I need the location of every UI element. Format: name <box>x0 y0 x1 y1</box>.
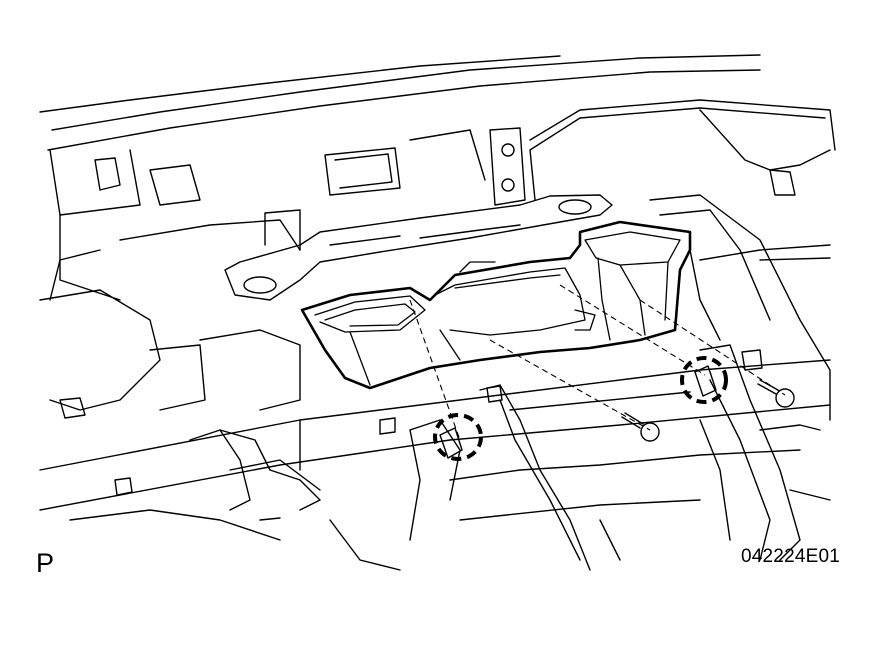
screw <box>757 379 795 408</box>
heater-to-register-duct <box>300 220 692 390</box>
dashboard-panel <box>39 54 836 301</box>
center-brace <box>409 384 591 571</box>
figure-id: 042224E01 <box>741 546 841 567</box>
view-label: P <box>36 548 55 578</box>
left-structure <box>39 289 396 541</box>
bolt <box>486 385 503 403</box>
clip <box>694 365 717 397</box>
clip-callout-circle <box>433 413 483 461</box>
right-vent-housing <box>649 194 831 421</box>
guide-line <box>409 299 461 441</box>
duct-details <box>314 231 681 386</box>
clip-callout-circle <box>680 356 728 404</box>
upper-bracket <box>224 194 613 301</box>
screw <box>621 412 660 442</box>
bolt <box>741 349 763 371</box>
cross-beam <box>39 359 831 511</box>
right-brace <box>699 344 831 561</box>
clip <box>439 427 463 459</box>
lower-structure <box>329 449 801 571</box>
guide-line <box>639 299 786 396</box>
guide-line <box>559 284 706 376</box>
guide-line <box>489 339 651 431</box>
